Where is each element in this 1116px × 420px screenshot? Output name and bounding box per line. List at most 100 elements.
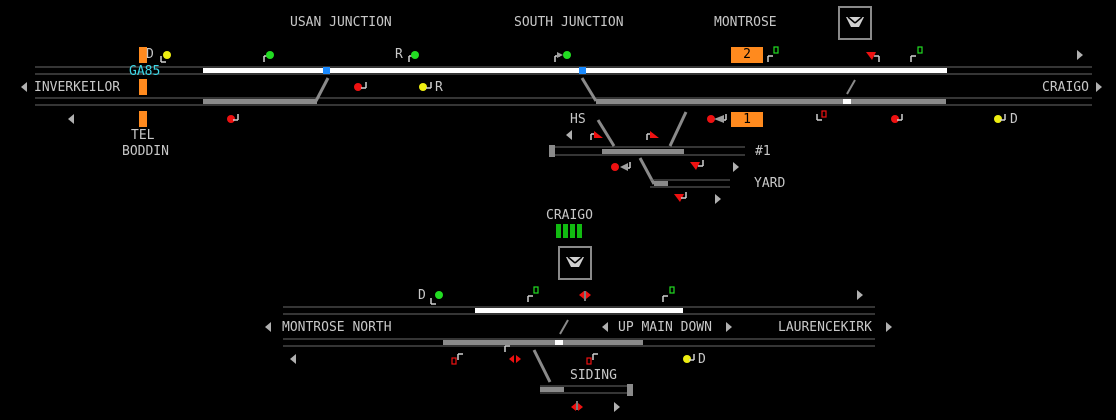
berth-ga85[interactable]: GA85 (129, 64, 161, 79)
indicator-lamp (556, 224, 561, 238)
buffer-stop (627, 384, 633, 396)
arrow-right-icon[interactable] (733, 162, 739, 172)
siding-connection (596, 119, 616, 147)
signal-lamp-red[interactable] (891, 115, 899, 123)
signal-lamp-red[interactable] (594, 131, 603, 138)
signal-lamp-yellow[interactable] (419, 83, 427, 91)
siding-track (540, 387, 564, 392)
arrow-right-icon[interactable] (614, 402, 620, 412)
shunt-signal-green[interactable] (917, 46, 923, 54)
signal-lamp-red[interactable] (611, 163, 619, 171)
signal-lamp-red[interactable] (227, 115, 235, 123)
d-marker: D (1010, 112, 1018, 127)
d-marker: D (418, 288, 426, 303)
arrow-right-icon[interactable] (715, 194, 721, 204)
montrose-label: MONTROSE (714, 15, 777, 30)
craigo-panel-title: CRAIGO (546, 208, 593, 223)
signal-lamp-red[interactable] (650, 131, 659, 138)
arrow-left-icon[interactable] (21, 82, 27, 92)
shunt-signal-green[interactable] (533, 286, 539, 294)
signal-lamp-red[interactable] (866, 52, 876, 60)
buffer-stop (549, 145, 555, 157)
arrow-right-icon[interactable] (857, 290, 863, 300)
crossover-track (559, 319, 569, 335)
signal-lamp-red[interactable] (571, 403, 576, 411)
r-marker: R (435, 80, 443, 95)
up-main-route (475, 308, 683, 313)
signal-lamp-red[interactable] (579, 291, 584, 299)
crossover-track (846, 79, 856, 95)
level-crossing-icon[interactable] (838, 6, 872, 40)
level-crossing-icon-symbol (854, 16, 863, 24)
d-marker: D (146, 47, 154, 62)
track-circuit-block (139, 111, 147, 127)
signal-lamp-red[interactable] (354, 83, 362, 91)
berth-2[interactable]: 2 (731, 47, 763, 63)
shunt-signal-red[interactable] (586, 357, 592, 365)
route-indicator-icon (557, 52, 563, 58)
up-main-route (203, 68, 947, 73)
shunt-signal-red[interactable] (451, 357, 457, 365)
level-crossing-icon[interactable] (558, 246, 592, 280)
arrow-right-icon[interactable] (1096, 82, 1102, 92)
track-joint (555, 340, 563, 345)
signal-lamp-red[interactable] (578, 403, 583, 411)
inverkeilor-label: INVERKEILOR (34, 80, 121, 95)
tel-label: TEL (131, 128, 155, 143)
signal-lamp-red[interactable] (707, 115, 715, 123)
track-joint (843, 99, 851, 104)
signal-lamp-red[interactable] (509, 355, 514, 363)
arrow-left-icon[interactable] (566, 130, 572, 140)
montrose-north-label: MONTROSE NORTH (282, 320, 392, 335)
arrow-right-icon[interactable] (1077, 50, 1083, 60)
indicator-lamp (577, 224, 582, 238)
siding-label: SIDING (570, 368, 617, 383)
track-circuit-block (139, 47, 147, 63)
yard-label: YARD (754, 176, 786, 191)
crossover-track (580, 77, 598, 102)
siding-1-label: #1 (755, 144, 771, 159)
signal-lamp-red[interactable] (674, 194, 684, 202)
shunt-signal-red[interactable] (821, 110, 827, 118)
signal-lamp-green[interactable] (411, 51, 419, 59)
signal-lamp-red[interactable] (690, 162, 700, 170)
arrow-left-icon[interactable] (290, 354, 296, 364)
axle-counter (323, 67, 330, 74)
shunt-signal-green[interactable] (773, 46, 779, 54)
signal-lamp-yellow[interactable] (994, 115, 1002, 123)
south-junction-label: SOUTH JUNCTION (514, 15, 624, 30)
down-main-track (443, 340, 643, 345)
down-main-track (203, 99, 317, 104)
usan-junction-label: USAN JUNCTION (290, 15, 392, 30)
siding-hs-label: HS (570, 112, 586, 127)
level-crossing-icon-symbol (567, 256, 576, 264)
arrow-left-icon[interactable] (265, 322, 271, 332)
indicator-lamp (563, 224, 568, 238)
signal-lamp-red[interactable] (586, 291, 591, 299)
shunt-signal-green[interactable] (669, 286, 675, 294)
d-marker: D (698, 352, 706, 367)
axle-counter (579, 67, 586, 74)
signal-lamp-green[interactable] (266, 51, 274, 59)
arrow-right-icon[interactable] (726, 322, 732, 332)
siding-connection (668, 111, 688, 147)
down-main-track (596, 99, 946, 104)
signal-lamp-green[interactable] (435, 291, 443, 299)
signal-lamp-yellow[interactable] (163, 51, 171, 59)
arrow-right-icon[interactable] (886, 322, 892, 332)
arrow-left-icon[interactable] (602, 322, 608, 332)
track-circuit-block (139, 79, 147, 95)
signal-lamp-red[interactable] (516, 355, 521, 363)
signal-lamp-yellow[interactable] (683, 355, 691, 363)
level-crossing-icon-symbol (847, 16, 856, 24)
indicator-lamp (570, 224, 575, 238)
berth-1[interactable]: 1 (731, 112, 763, 127)
craigo-direction-label: CRAIGO (1042, 80, 1089, 95)
signal-lamp-green[interactable] (563, 51, 571, 59)
level-crossing-icon-symbol (574, 256, 583, 264)
route-indicator-icon (620, 163, 628, 171)
laurencekirk-label: LAURENCEKIRK (778, 320, 872, 335)
arrow-left-icon[interactable] (68, 114, 74, 124)
